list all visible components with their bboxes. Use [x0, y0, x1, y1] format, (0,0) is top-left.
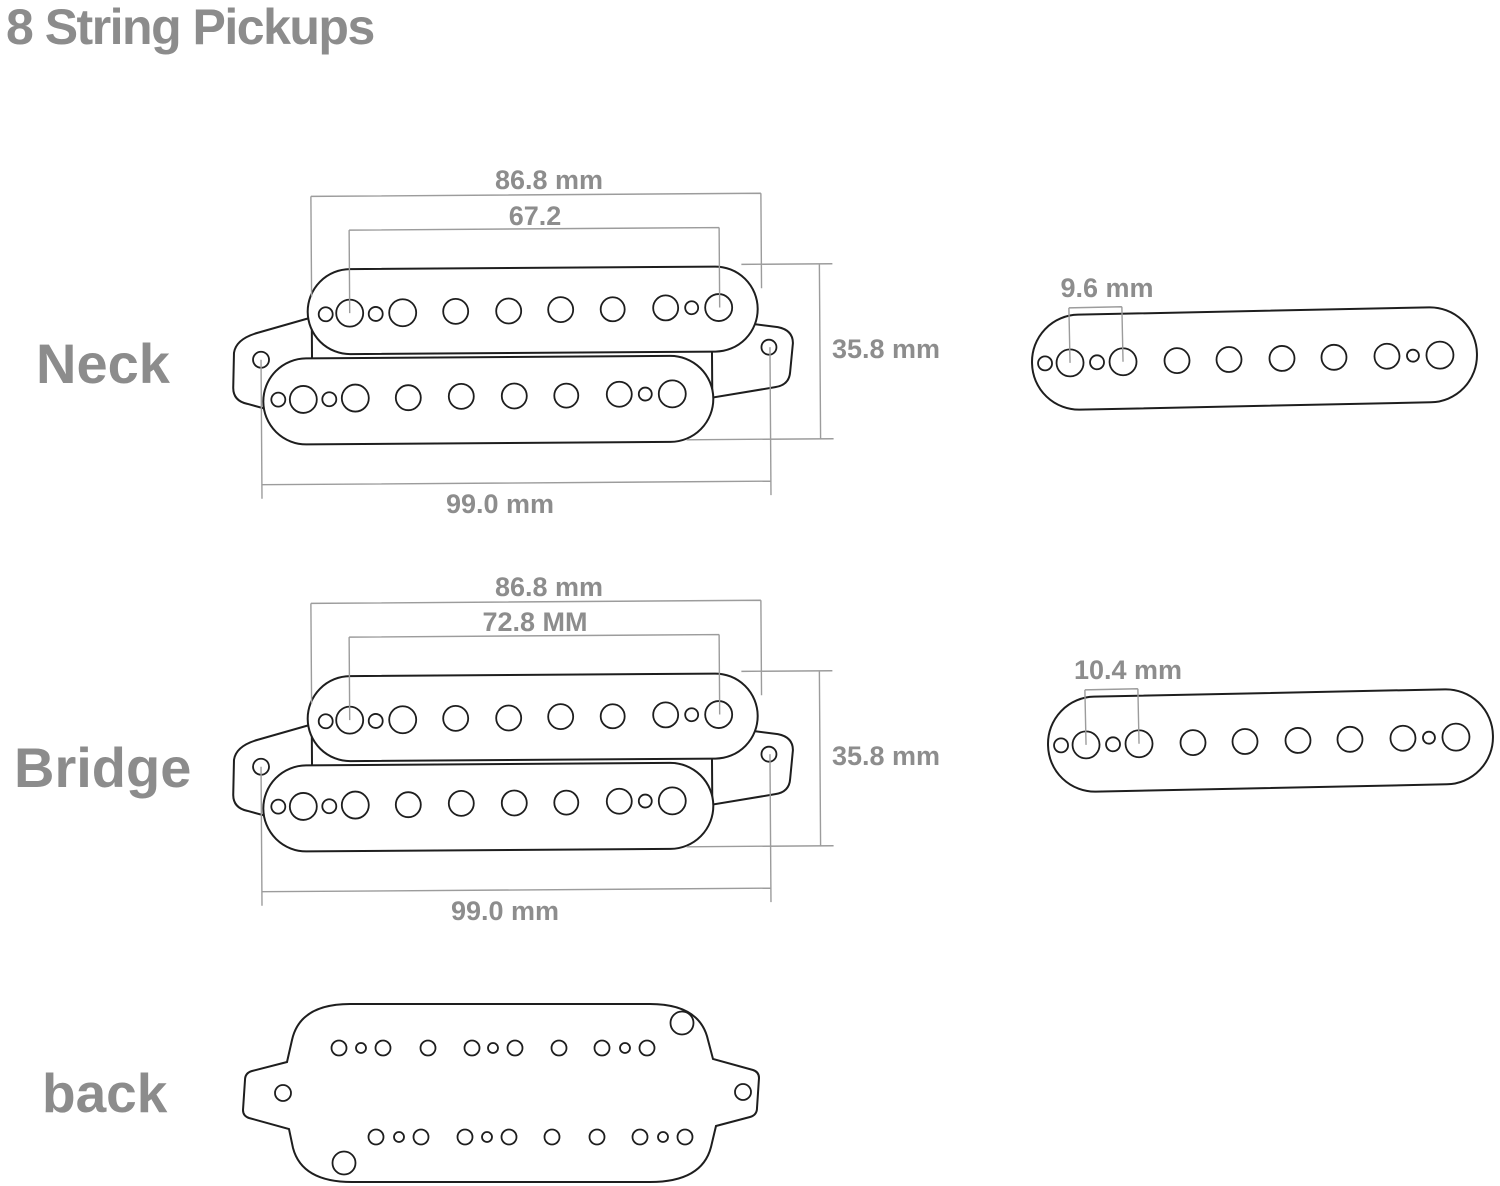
- bridge-dim-pole-span: 72.8 MM: [482, 607, 587, 637]
- back-row-label: back: [42, 1062, 168, 1124]
- page-title: 8 String Pickups: [6, 0, 375, 55]
- bridge-dim-mount-span: 99.0 mm: [451, 896, 559, 926]
- bridge-row-label: Bridge: [14, 736, 192, 799]
- neck-single-dim-pole-spacing: 9.6 mm: [1060, 273, 1153, 303]
- neck-dim-pole-span: 67.2: [509, 201, 562, 231]
- neck-dim-body-height: 35.8 mm: [832, 334, 940, 364]
- back-baseplate-drawing: [241, 1003, 761, 1183]
- neck-single-coil-drawing: [1029, 298, 1479, 412]
- bridge-dim-coil-width: 86.8 mm: [495, 572, 603, 602]
- neck-dim-coil-width: 86.8 mm: [495, 165, 603, 195]
- neck-row-label: Neck: [36, 332, 170, 395]
- baseplate-right-mount-hole: [734, 1083, 752, 1101]
- baseplate-top-hole-row: [330, 1039, 656, 1057]
- baseplate-left-mount-hole: [274, 1084, 292, 1102]
- neck-humbucker-drawing: [230, 191, 835, 500]
- bridge-dim-body-height: 35.8 mm: [832, 741, 940, 771]
- bridge-humbucker-drawing: [230, 598, 835, 907]
- bridge-single-dim-pole-spacing: 10.4 mm: [1074, 655, 1182, 685]
- baseplate-corner-hole-top-right: [669, 1010, 695, 1036]
- bridge-single-coil-drawing: [1045, 680, 1495, 794]
- baseplate-corner-hole-bottom-left: [331, 1150, 357, 1176]
- baseplate-bottom-hole-row: [367, 1128, 694, 1146]
- neck-dim-mount-span: 99.0 mm: [446, 489, 554, 519]
